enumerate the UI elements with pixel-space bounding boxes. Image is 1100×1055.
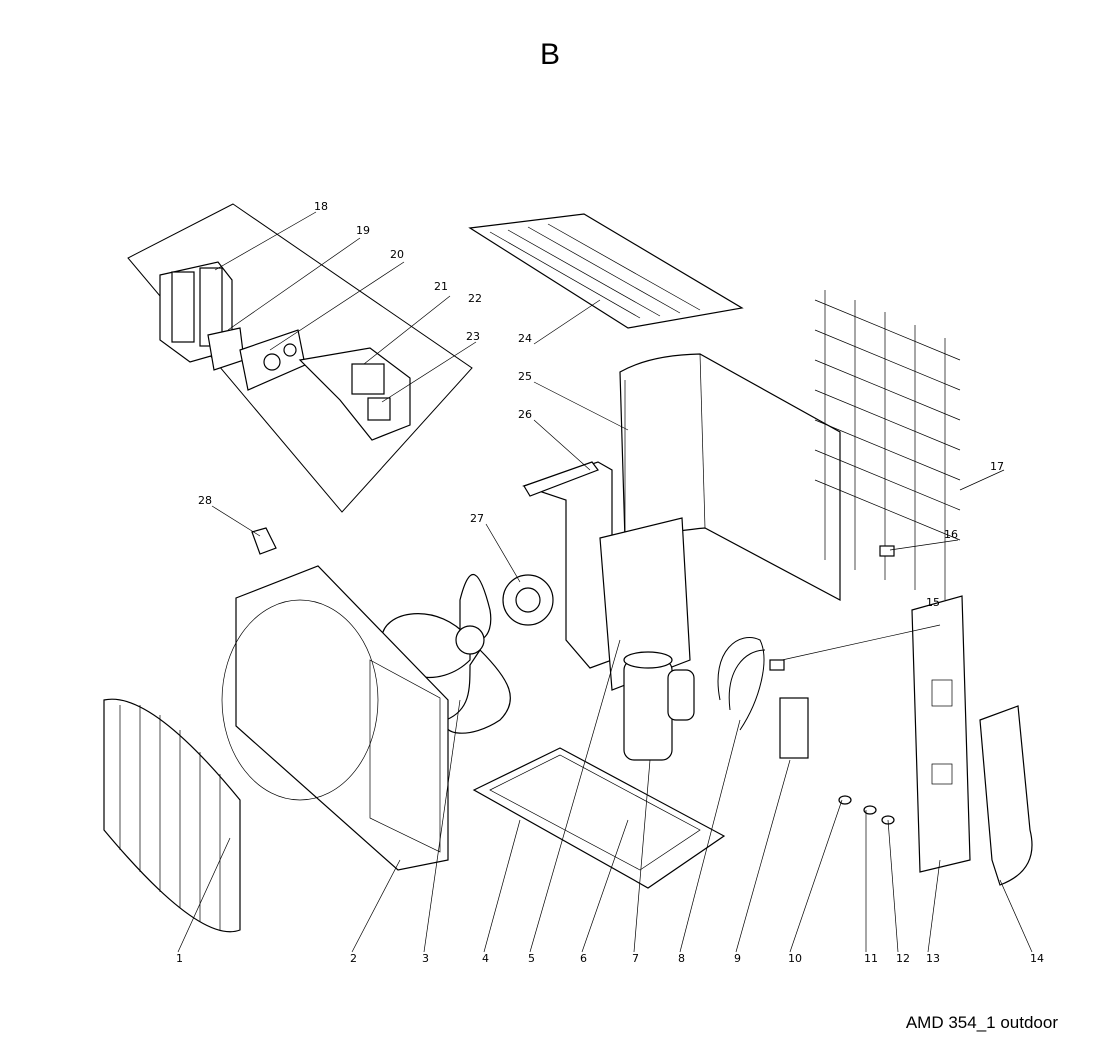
page-title: B [539, 38, 560, 71]
part-label-20: 20 [390, 248, 404, 261]
part-19-transformer [207, 327, 245, 371]
part-label-21: 21 [434, 280, 448, 293]
part-26-motor-bracket [522, 461, 613, 669]
part-label-3: 3 [422, 952, 429, 965]
part-24-top-cover [468, 213, 744, 329]
part-label-27: 27 [470, 512, 484, 525]
part-label-7: 7 [632, 952, 639, 965]
part-label-13: 13 [926, 952, 940, 965]
part-label-15: 15 [926, 596, 940, 609]
part-label-19: 19 [356, 224, 370, 237]
part-28-clip [251, 527, 277, 555]
part-2-front-frame [221, 565, 449, 871]
part-label-6: 6 [580, 952, 587, 965]
part-label-18: 18 [314, 200, 328, 213]
part-label-28: 28 [198, 494, 212, 507]
part-16-valve-cap [879, 545, 895, 557]
part-21-23-module [298, 347, 411, 441]
part-label-17: 17 [990, 460, 1004, 473]
part-label-1: 1 [176, 952, 183, 965]
part-8-piping [717, 637, 766, 731]
part-label-22: 22 [468, 292, 482, 305]
part-10-12-service-valves [838, 795, 895, 825]
part-label-10: 10 [788, 952, 802, 965]
part-label-26: 26 [518, 408, 532, 421]
part-9-terminal-board [779, 697, 809, 759]
part-label-16: 16 [944, 528, 958, 541]
part-5-partition [599, 517, 691, 691]
part-label-8: 8 [678, 952, 685, 965]
part-label-9: 9 [734, 952, 741, 965]
part-label-23: 23 [466, 330, 480, 343]
part-label-5: 5 [528, 952, 535, 965]
part-label-25: 25 [518, 370, 532, 383]
part-20-control-board [239, 329, 306, 391]
leader-lines [177, 211, 1033, 953]
part-label-14: 14 [1030, 952, 1044, 965]
electrical-box-inset [127, 203, 473, 513]
part-13-side-panel [911, 595, 971, 873]
part-1-front-grille [103, 698, 241, 933]
part-27-fan-motor [502, 574, 554, 626]
part-label-2: 2 [350, 952, 357, 965]
part-7-compressor [623, 651, 695, 761]
part-label-11: 11 [864, 952, 878, 965]
part-number-labels: 1 2 3 4 5 6 7 8 9 10 11 12 13 14 15 16 1… [176, 200, 1044, 965]
part-15-valve [769, 659, 785, 671]
part-label-4: 4 [482, 952, 489, 965]
part-14-valve-cover [979, 705, 1033, 886]
part-17-rear-grille [814, 290, 961, 600]
part-label-12: 12 [896, 952, 910, 965]
part-4-base-pan [472, 747, 726, 889]
part-label-24: 24 [518, 332, 532, 345]
model-caption: AMD 354_1 outdoor [905, 1013, 1058, 1032]
